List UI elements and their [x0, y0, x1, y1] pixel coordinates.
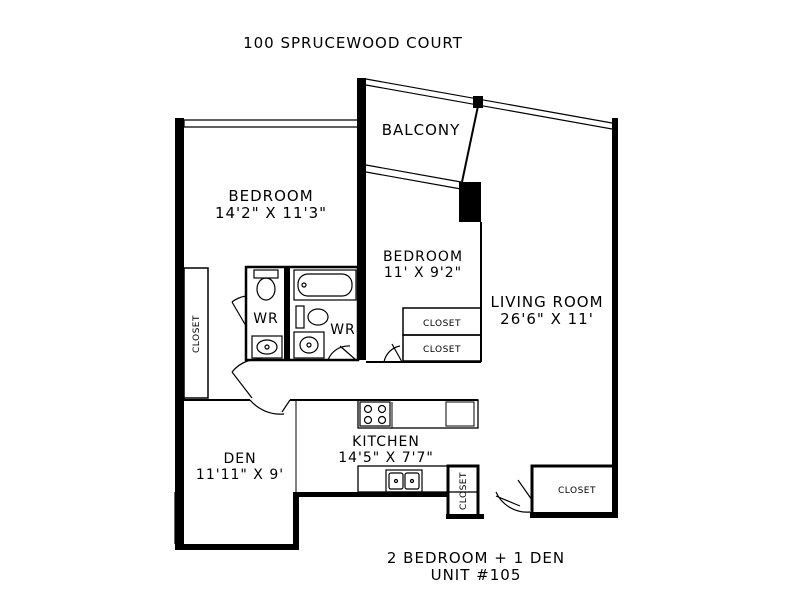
interior-walls: [183, 105, 616, 518]
unit-type: 2 BEDROOM + 1 DEN: [387, 549, 565, 567]
room-labels: BALCONY BEDROOM 14'2" X 11'3" BEDROOM 11…: [192, 121, 603, 510]
kitchen-size: 14'5" X 7'7": [338, 450, 434, 466]
sink-icon: [293, 331, 325, 359]
closet-left-label: CLOSET: [192, 315, 202, 353]
doors: [231, 295, 533, 513]
toilet-icon: [253, 269, 279, 301]
toilet-icon: [295, 305, 329, 329]
bedroom2-size: 11' X 9'2": [384, 265, 462, 281]
closet-entry-label: CLOSET: [558, 486, 596, 496]
unit-number: UNIT #105: [431, 566, 522, 584]
kitchen-sink-icon: [385, 469, 423, 493]
fixtures: [251, 269, 423, 493]
plan-title: 100 SPRUCEWOOD COURT: [243, 34, 463, 52]
bedroom1-size: 14'2" X 11'3": [215, 204, 327, 222]
living-room-size: 26'6" X 11': [500, 310, 594, 328]
washroom1-label: WR: [253, 311, 279, 327]
bedroom1-label: BEDROOM: [228, 187, 313, 205]
stove-icon: [359, 401, 391, 427]
kitchen-label: KITCHEN: [352, 434, 420, 450]
bedroom2-label: BEDROOM: [383, 249, 463, 265]
closet-upper-label: CLOSET: [423, 319, 461, 329]
bathtub-icon: [293, 269, 357, 301]
sink-icon: [251, 335, 283, 359]
closet-kitchen-label: CLOSET: [459, 472, 469, 510]
balcony-label: BALCONY: [382, 121, 461, 139]
closet-lower-label: CLOSET: [423, 345, 461, 355]
den-size: 11'11" X 9': [196, 467, 284, 483]
windows: [174, 78, 613, 544]
den-label: DEN: [223, 451, 256, 467]
living-room-label: LIVING ROOM: [490, 293, 603, 311]
washroom2-label: WR: [330, 322, 356, 338]
